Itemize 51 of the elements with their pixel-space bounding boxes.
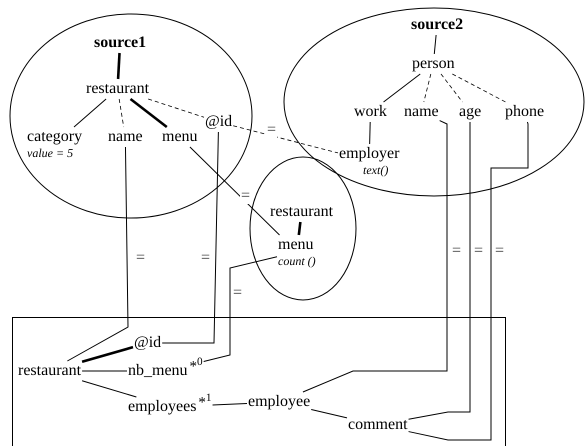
connector-line xyxy=(408,122,528,440)
connector-line xyxy=(440,74,463,102)
multiplicity-mark: *$^{1}$ xyxy=(198,394,212,412)
connector-line xyxy=(148,98,204,118)
connector-line xyxy=(189,146,280,236)
node-label: employer xyxy=(339,145,400,163)
node-label: name xyxy=(404,103,439,121)
connector-line xyxy=(82,380,137,398)
annotation: value = 5 xyxy=(27,146,74,160)
connector-line xyxy=(203,256,278,362)
connector-line xyxy=(118,98,124,128)
node-label: age xyxy=(459,103,482,121)
connector-line xyxy=(162,132,219,344)
connector-line xyxy=(82,346,134,363)
node-label: source1 xyxy=(94,34,146,52)
node-label: employee xyxy=(248,393,310,411)
node-label: category xyxy=(27,128,82,146)
connector-line xyxy=(74,98,107,128)
node-label: nb_menu xyxy=(128,362,188,380)
node-label: menu xyxy=(162,128,198,146)
connector-line xyxy=(232,125,338,154)
connector-line xyxy=(383,74,421,102)
connector-line xyxy=(302,120,448,392)
node-label: person xyxy=(412,55,455,73)
node-label: source2 xyxy=(411,16,464,34)
node-label: phone xyxy=(505,103,544,121)
node-label: employees xyxy=(128,398,196,416)
node-label: restaurant xyxy=(270,203,334,221)
connector-line xyxy=(434,34,437,54)
annotation: text() xyxy=(363,163,388,177)
connector-line xyxy=(66,146,128,362)
connector-line xyxy=(82,370,128,372)
node-label: name xyxy=(108,128,143,146)
node-label: menu xyxy=(278,236,314,254)
connector-line xyxy=(298,222,302,236)
connector-line xyxy=(423,74,432,102)
node-label: work xyxy=(354,103,387,121)
connector-line xyxy=(310,408,348,418)
connector-line xyxy=(369,122,371,144)
node-label: restaurant xyxy=(18,362,82,380)
node-label: @id xyxy=(205,113,232,131)
node-label: @id xyxy=(134,334,162,352)
connector-line xyxy=(212,402,248,406)
annotation: count () xyxy=(278,254,316,268)
connector-line xyxy=(408,122,471,420)
multiplicity-mark: *$^{0}$ xyxy=(190,358,203,376)
node-label: comment xyxy=(348,416,408,434)
connector-line xyxy=(116,52,121,80)
connector-line xyxy=(452,74,506,102)
connector-line xyxy=(130,98,168,128)
node-label: restaurant xyxy=(86,80,150,98)
